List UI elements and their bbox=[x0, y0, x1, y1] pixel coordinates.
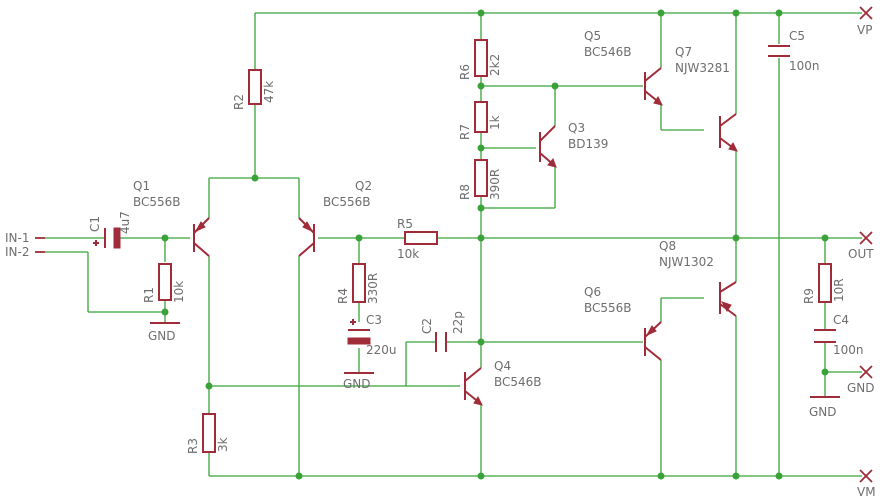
c3-ref: C3 bbox=[366, 313, 382, 327]
r2-ref: R2 bbox=[232, 94, 246, 110]
q4-symbol bbox=[464, 367, 483, 406]
resistors bbox=[158, 39, 832, 453]
in2-label: IN-2 bbox=[5, 245, 29, 259]
q4-value: BC546B bbox=[494, 375, 542, 389]
c2-ref: C2 bbox=[420, 318, 434, 334]
out-marker bbox=[859, 231, 873, 245]
q1-symbol bbox=[193, 217, 210, 257]
r6-ref: R6 bbox=[458, 64, 472, 80]
c4-ref: C4 bbox=[833, 313, 849, 327]
r8-ref: R8 bbox=[458, 184, 472, 200]
q1-value: BC556B bbox=[133, 195, 181, 209]
q3-value: BD139 bbox=[568, 137, 608, 151]
vm-marker bbox=[859, 469, 873, 483]
q7-value: NJW3281 bbox=[675, 61, 730, 75]
r7-ref: R7 bbox=[458, 124, 472, 140]
r2-value: 47k bbox=[262, 81, 276, 103]
q8-value: NJW1302 bbox=[659, 255, 714, 269]
r1-ref: R1 bbox=[142, 287, 156, 303]
c5-ref: C5 bbox=[789, 29, 805, 43]
wires bbox=[45, 12, 862, 477]
c3-symbol bbox=[347, 319, 371, 345]
r7-body bbox=[474, 101, 488, 133]
q2-symbol bbox=[298, 217, 315, 257]
gnd-marker bbox=[859, 365, 873, 379]
r8-value: 390R bbox=[488, 169, 502, 200]
r3-ref: R3 bbox=[186, 438, 200, 454]
gnd-label-3: GND bbox=[809, 405, 837, 419]
q3-ref: Q3 bbox=[568, 121, 585, 135]
q2-value: BC556B bbox=[323, 195, 371, 209]
q4-ref: Q4 bbox=[494, 359, 511, 373]
r7-value: 1k bbox=[488, 115, 502, 130]
r2-body bbox=[248, 69, 262, 105]
r6-body bbox=[474, 39, 488, 77]
r9-body bbox=[818, 263, 832, 303]
gnd-label-1: GND bbox=[148, 329, 176, 343]
c5-symbol bbox=[768, 45, 790, 57]
vp-label: VP bbox=[857, 23, 872, 37]
vm-label: VM bbox=[857, 485, 876, 499]
capacitors bbox=[93, 45, 836, 352]
q8-ref: Q8 bbox=[659, 239, 676, 253]
q5-ref: Q5 bbox=[584, 29, 601, 43]
c4-symbol bbox=[814, 329, 836, 343]
ground-symbols bbox=[150, 322, 840, 398]
c3-value: 220u bbox=[366, 343, 397, 357]
r4-value: 330R bbox=[366, 273, 380, 304]
gnd-label-2: GND bbox=[343, 377, 371, 391]
gnd-port-label: GND bbox=[847, 381, 875, 395]
q8-symbol bbox=[719, 281, 737, 317]
r1-value: 10k bbox=[172, 281, 186, 303]
q6-value: BC556B bbox=[584, 301, 632, 315]
r3-value: 3k bbox=[216, 437, 230, 452]
r8-body bbox=[474, 159, 488, 197]
q1-ref: Q1 bbox=[133, 179, 150, 193]
q3-symbol bbox=[539, 125, 557, 168]
r4-ref: R4 bbox=[336, 288, 350, 304]
r4-body bbox=[352, 263, 366, 303]
c2-value: 22p bbox=[451, 311, 465, 334]
in1-label: IN-1 bbox=[5, 231, 29, 245]
c1-ref: C1 bbox=[88, 216, 102, 232]
q5-symbol bbox=[644, 67, 663, 106]
r6-value: 2k2 bbox=[488, 54, 502, 76]
q7-symbol bbox=[719, 113, 738, 152]
r9-value: 10R bbox=[832, 278, 846, 302]
r5-body bbox=[404, 231, 438, 245]
transistors bbox=[193, 67, 738, 406]
junctions bbox=[161, 9, 829, 480]
r1-body bbox=[158, 263, 172, 301]
c4-value: 100n bbox=[833, 343, 864, 357]
port-markers bbox=[35, 6, 873, 483]
labels: IN-1 IN-2 VP OUT GND VM GND GND GND R1 1… bbox=[5, 23, 876, 499]
r5-ref: R5 bbox=[397, 217, 413, 231]
c5-value: 100n bbox=[789, 59, 820, 73]
q5-value: BC546B bbox=[584, 45, 632, 59]
c1-symbol bbox=[93, 227, 121, 249]
q7-ref: Q7 bbox=[675, 45, 692, 59]
c1-value: 4u7 bbox=[118, 211, 132, 234]
out-label: OUT bbox=[848, 247, 874, 261]
q6-ref: Q6 bbox=[584, 285, 601, 299]
r5-value: 10k bbox=[397, 247, 419, 261]
r3-body bbox=[202, 413, 216, 453]
r9-ref: R9 bbox=[802, 288, 816, 304]
q2-ref: Q2 bbox=[355, 179, 372, 193]
vp-marker bbox=[859, 6, 873, 20]
q6-symbol bbox=[644, 321, 662, 361]
c2-symbol bbox=[435, 332, 447, 352]
